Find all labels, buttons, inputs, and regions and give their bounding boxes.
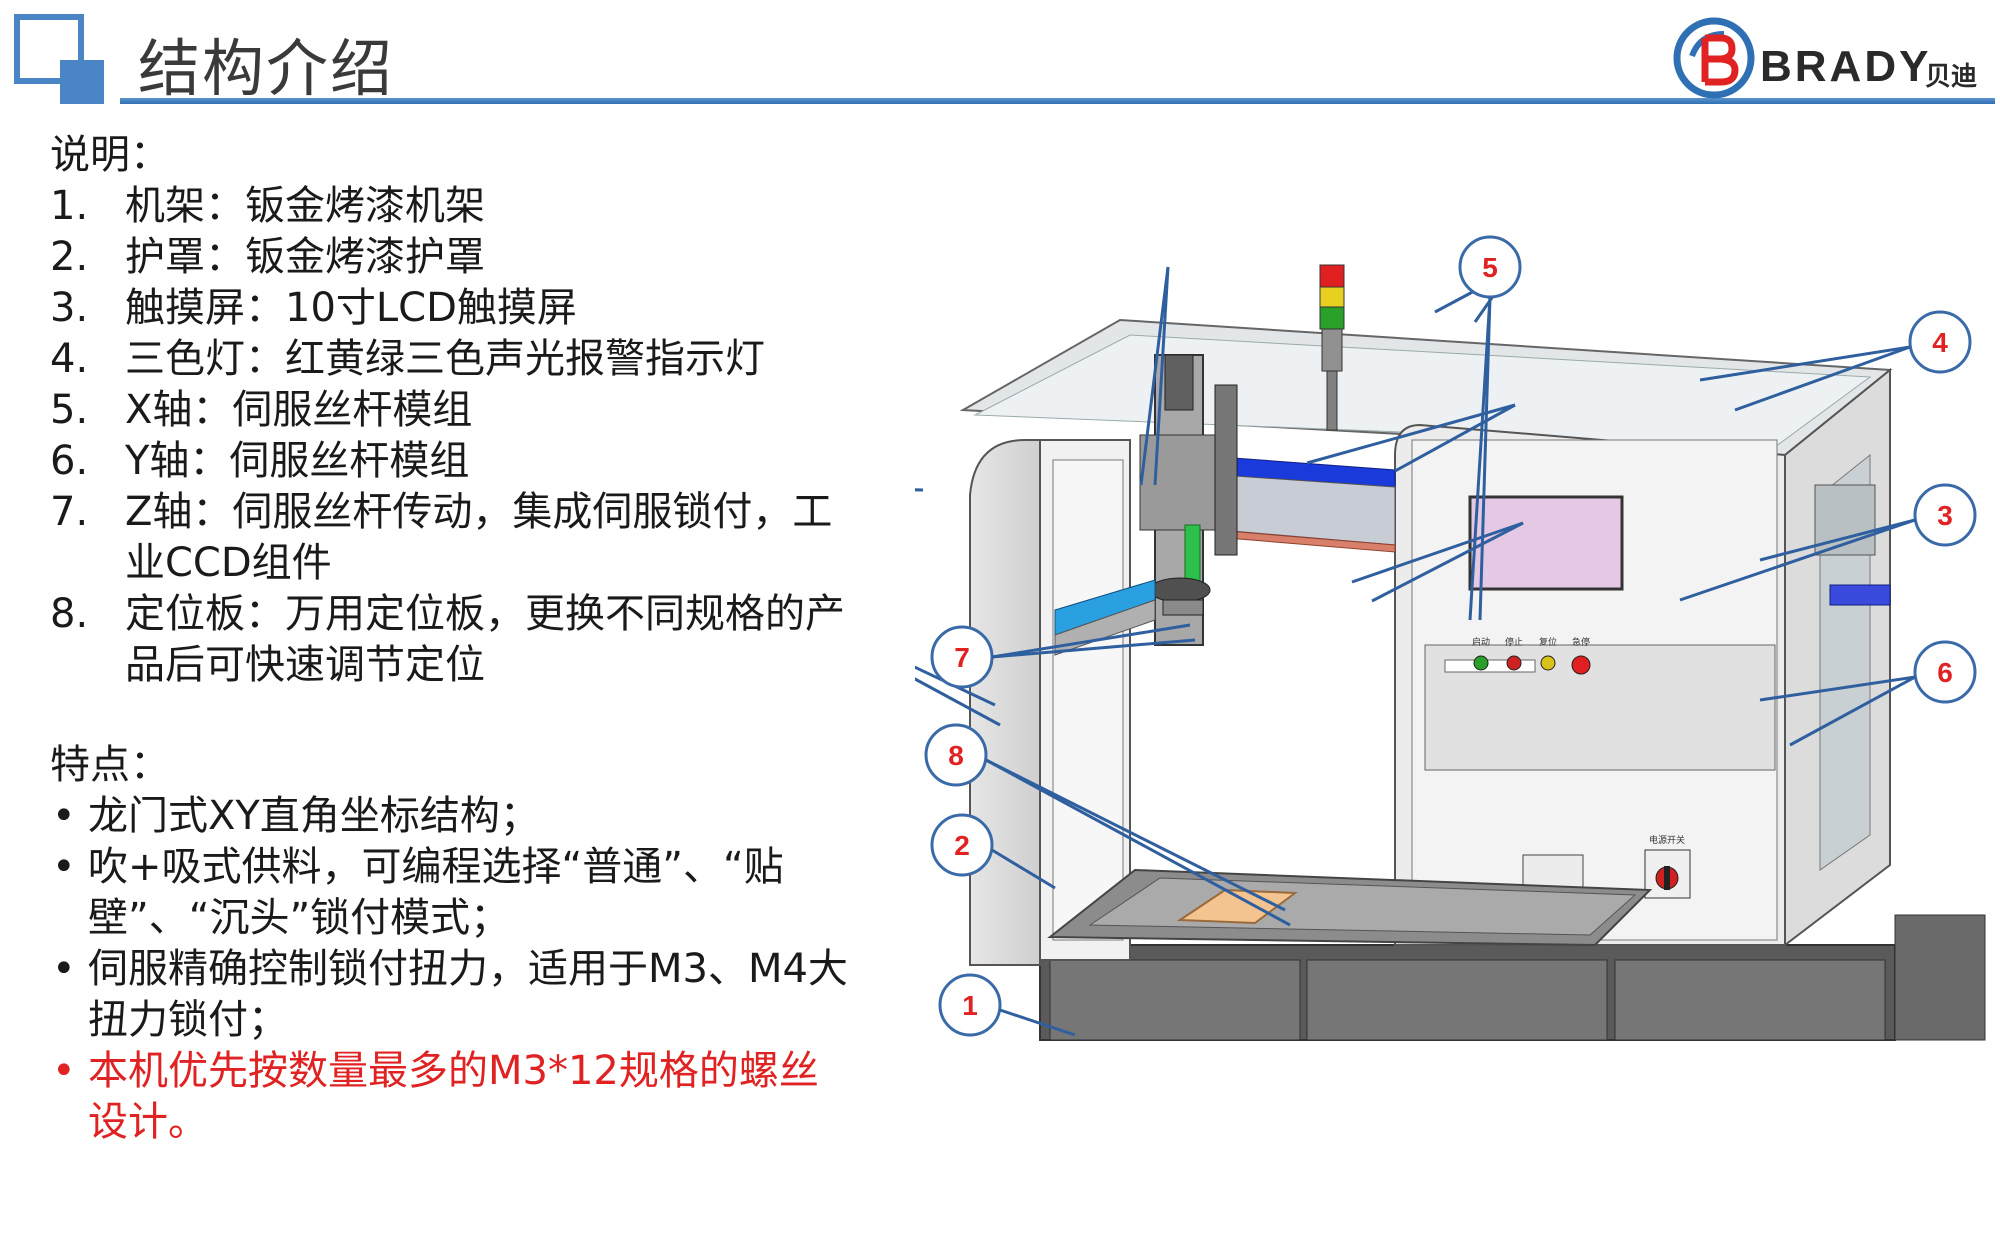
item-number: 7.	[50, 489, 89, 535]
button-label: 复位	[1539, 636, 1557, 648]
power-switch: 电源开关	[1644, 834, 1691, 899]
callout-1: 1	[938, 973, 1002, 1037]
item-number: 2.	[50, 234, 89, 280]
item-text: 吹+吸式供料，可编程选择“普通”、“贴壁”、“沉头”锁付模式；	[88, 844, 784, 941]
item-text: X轴：伺服丝杆模组	[125, 387, 473, 433]
item-text: Y轴：伺服丝杆模组	[125, 438, 470, 484]
list-item: 2. 护罩：钣金烤漆护罩	[50, 232, 850, 283]
callout-label: 8	[948, 740, 964, 771]
reset-button-icon	[1540, 655, 1556, 671]
list-item: • 龙门式XY直角坐标结构；	[50, 791, 850, 842]
item-text: 伺服精确控制锁付扭力，适用于M3、M4大扭力锁付；	[88, 946, 848, 1043]
bullet: •	[52, 793, 76, 839]
item-number: 6.	[50, 438, 89, 484]
button-label: 启动	[1472, 636, 1490, 648]
y-axis-module	[1054, 579, 1156, 656]
item-text: 机架：钣金烤漆机架	[125, 183, 485, 229]
touchscreen	[1468, 495, 1624, 591]
item-text: 护罩：钣金烤漆护罩	[125, 234, 485, 280]
emergency-stop-icon	[1571, 655, 1591, 675]
item-number: 4.	[50, 336, 89, 382]
list-item: • 吹+吸式供料，可编程选择“普通”、“贴壁”、“沉头”锁付模式；	[50, 842, 850, 944]
item-number: 1.	[50, 183, 89, 229]
button-label: 停止	[1505, 636, 1523, 648]
callout-label: 6	[1937, 657, 1953, 688]
list-item: 3. 触摸屏：10寸LCD触摸屏	[50, 283, 850, 334]
control-buttons: 启动 停止 复位 急停	[1472, 636, 1591, 675]
item-number: 5.	[50, 387, 89, 433]
machine-frame	[969, 439, 1131, 966]
item-number: 8.	[50, 591, 89, 637]
item-text: 触摸屏：10寸LCD触摸屏	[125, 285, 577, 331]
bullet: •	[52, 1048, 76, 1094]
list-item: 1. 机架：钣金烤漆机架	[50, 181, 850, 232]
title-rule	[120, 98, 1995, 104]
page-title: 结构介绍	[138, 32, 395, 105]
bullet: •	[52, 844, 76, 890]
callout-label: 5	[1482, 252, 1498, 283]
callout-label: 4	[1932, 327, 1948, 358]
z-axis-module	[1139, 354, 1238, 646]
locating-plate	[1176, 888, 1298, 925]
callout-4: 4	[1908, 310, 1972, 374]
corner-square-outline	[14, 14, 84, 84]
list-item: 6. Y轴：伺服丝杆模组	[50, 436, 850, 487]
brady-logo: BRADY 贝迪	[1668, 12, 1988, 102]
item-text: Z轴：伺服丝杆传动，集成伺服锁付，工业CCD组件	[125, 489, 833, 586]
list-item: 4. 三色灯：红黄绿三色声光报警指示灯	[50, 334, 850, 385]
callout-7: 7	[930, 625, 994, 689]
callout-6: 6	[1913, 640, 1977, 704]
start-button-icon	[1473, 655, 1489, 671]
x-axis-module	[1214, 456, 1396, 553]
corner-square-filled	[60, 60, 104, 104]
list-item: 7. Z轴：伺服丝杆传动，集成伺服锁付，工业CCD组件	[50, 487, 850, 589]
switch-label: 电源开关	[1649, 834, 1685, 846]
callout-8: 8	[924, 723, 988, 787]
item-text: 定位板：万用定位板，更换不同规格的产品后可快速调节定位	[125, 591, 845, 688]
button-label: 急停	[1572, 636, 1590, 648]
list-item: 8. 定位板：万用定位板，更换不同规格的产品后可快速调节定位	[50, 589, 850, 691]
callout-label: 3	[1937, 500, 1953, 531]
list-item: 5. X轴：伺服丝杆模组	[50, 385, 850, 436]
worktable	[1047, 868, 1653, 947]
callout-label: 7	[954, 642, 970, 673]
signal-tower-light	[1319, 264, 1345, 431]
callout-label: 1	[962, 990, 978, 1021]
machine-cabinet	[1039, 914, 1986, 1041]
machine-diagram: 启动 停止 复位 急停 电源开关	[915, 264, 1986, 1041]
stop-button-icon	[1506, 655, 1522, 671]
list-item: • 伺服精确控制锁付扭力，适用于M3、M4大扭力锁付；	[50, 944, 850, 1046]
callout-5: 5	[1458, 235, 1522, 299]
bullet: •	[52, 946, 76, 992]
callout-label: 2	[954, 830, 970, 861]
brady-logo-icon	[1673, 17, 1755, 99]
content-text: 说明： 1. 机架：钣金烤漆机架 2. 护罩：钣金烤漆护罩 3. 触摸屏：10寸LCD…	[50, 130, 850, 1148]
list-item-highlight: • 本机优先按数量最多的M3*12规格的螺丝设计。	[50, 1046, 850, 1148]
callout-3: 3	[1913, 483, 1977, 547]
features-heading: 特点：	[50, 742, 170, 788]
logo-cn-text: 贝迪	[1925, 62, 1978, 92]
item-text: 本机优先按数量最多的M3*12规格的螺丝设计。	[88, 1048, 819, 1145]
description-heading: 说明：	[50, 132, 170, 178]
description-list: 1.机架：钣金烤漆机架 2.护罩：钣金烤漆护罩 3.触摸屏：10寸LCD触摸屏 …	[50, 181, 850, 691]
features-list: • 龙门式XY直角坐标结构； • 吹+吸式供料，可编程选择“普通”、“贴壁”、“沉头…	[50, 791, 850, 1148]
item-text: 龙门式XY直角坐标结构；	[88, 793, 540, 839]
callout-leader-lines	[985, 296, 1916, 1037]
item-text: 三色灯：红黄绿三色声光报警指示灯	[125, 336, 765, 382]
callout-2: 2	[930, 813, 994, 877]
item-number: 3.	[50, 285, 89, 331]
logo-text: BRADY	[1760, 42, 1932, 91]
